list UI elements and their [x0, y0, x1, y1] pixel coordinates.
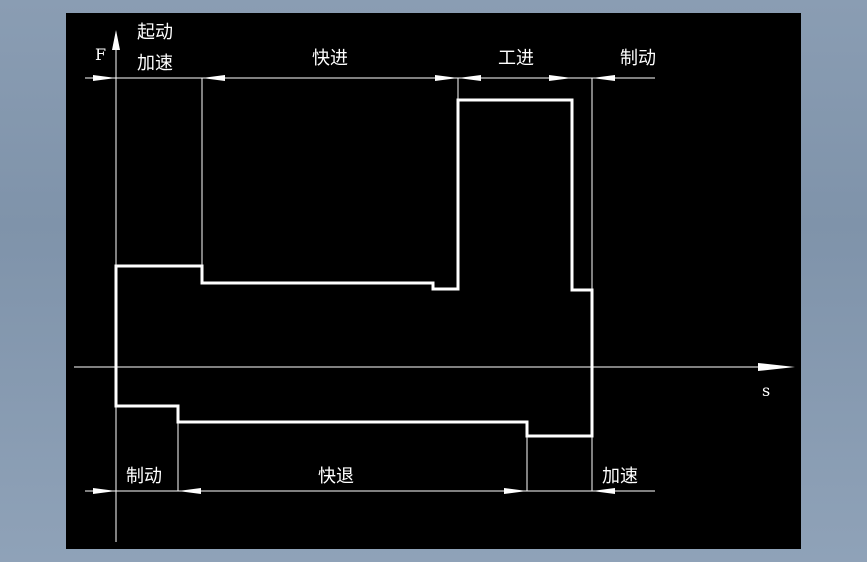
- return-load-curve: [114, 367, 594, 438]
- forward-load-curve: [114, 98, 594, 367]
- label-brake-top: 制动: [620, 48, 656, 69]
- label-work-feed: 工进: [498, 48, 534, 69]
- f-axis-arrowhead: [112, 30, 120, 50]
- label-rapid-advance: 快进: [312, 48, 348, 69]
- return-dimension-arrows: [93, 488, 615, 494]
- label-brake-bottom: 制动: [126, 466, 162, 487]
- s-axis-label: s: [762, 381, 770, 400]
- drawing-canvas: [66, 13, 801, 549]
- label-start: 起动: [137, 22, 173, 43]
- label-accelerate-bottom: 加速: [602, 466, 638, 487]
- forward-dimension-arrows: [93, 75, 615, 81]
- label-rapid-return: 快退: [318, 466, 354, 487]
- label-accelerate-top: 加速: [137, 53, 173, 74]
- s-axis-arrowhead: [758, 363, 795, 371]
- f-axis-label: F: [95, 45, 106, 64]
